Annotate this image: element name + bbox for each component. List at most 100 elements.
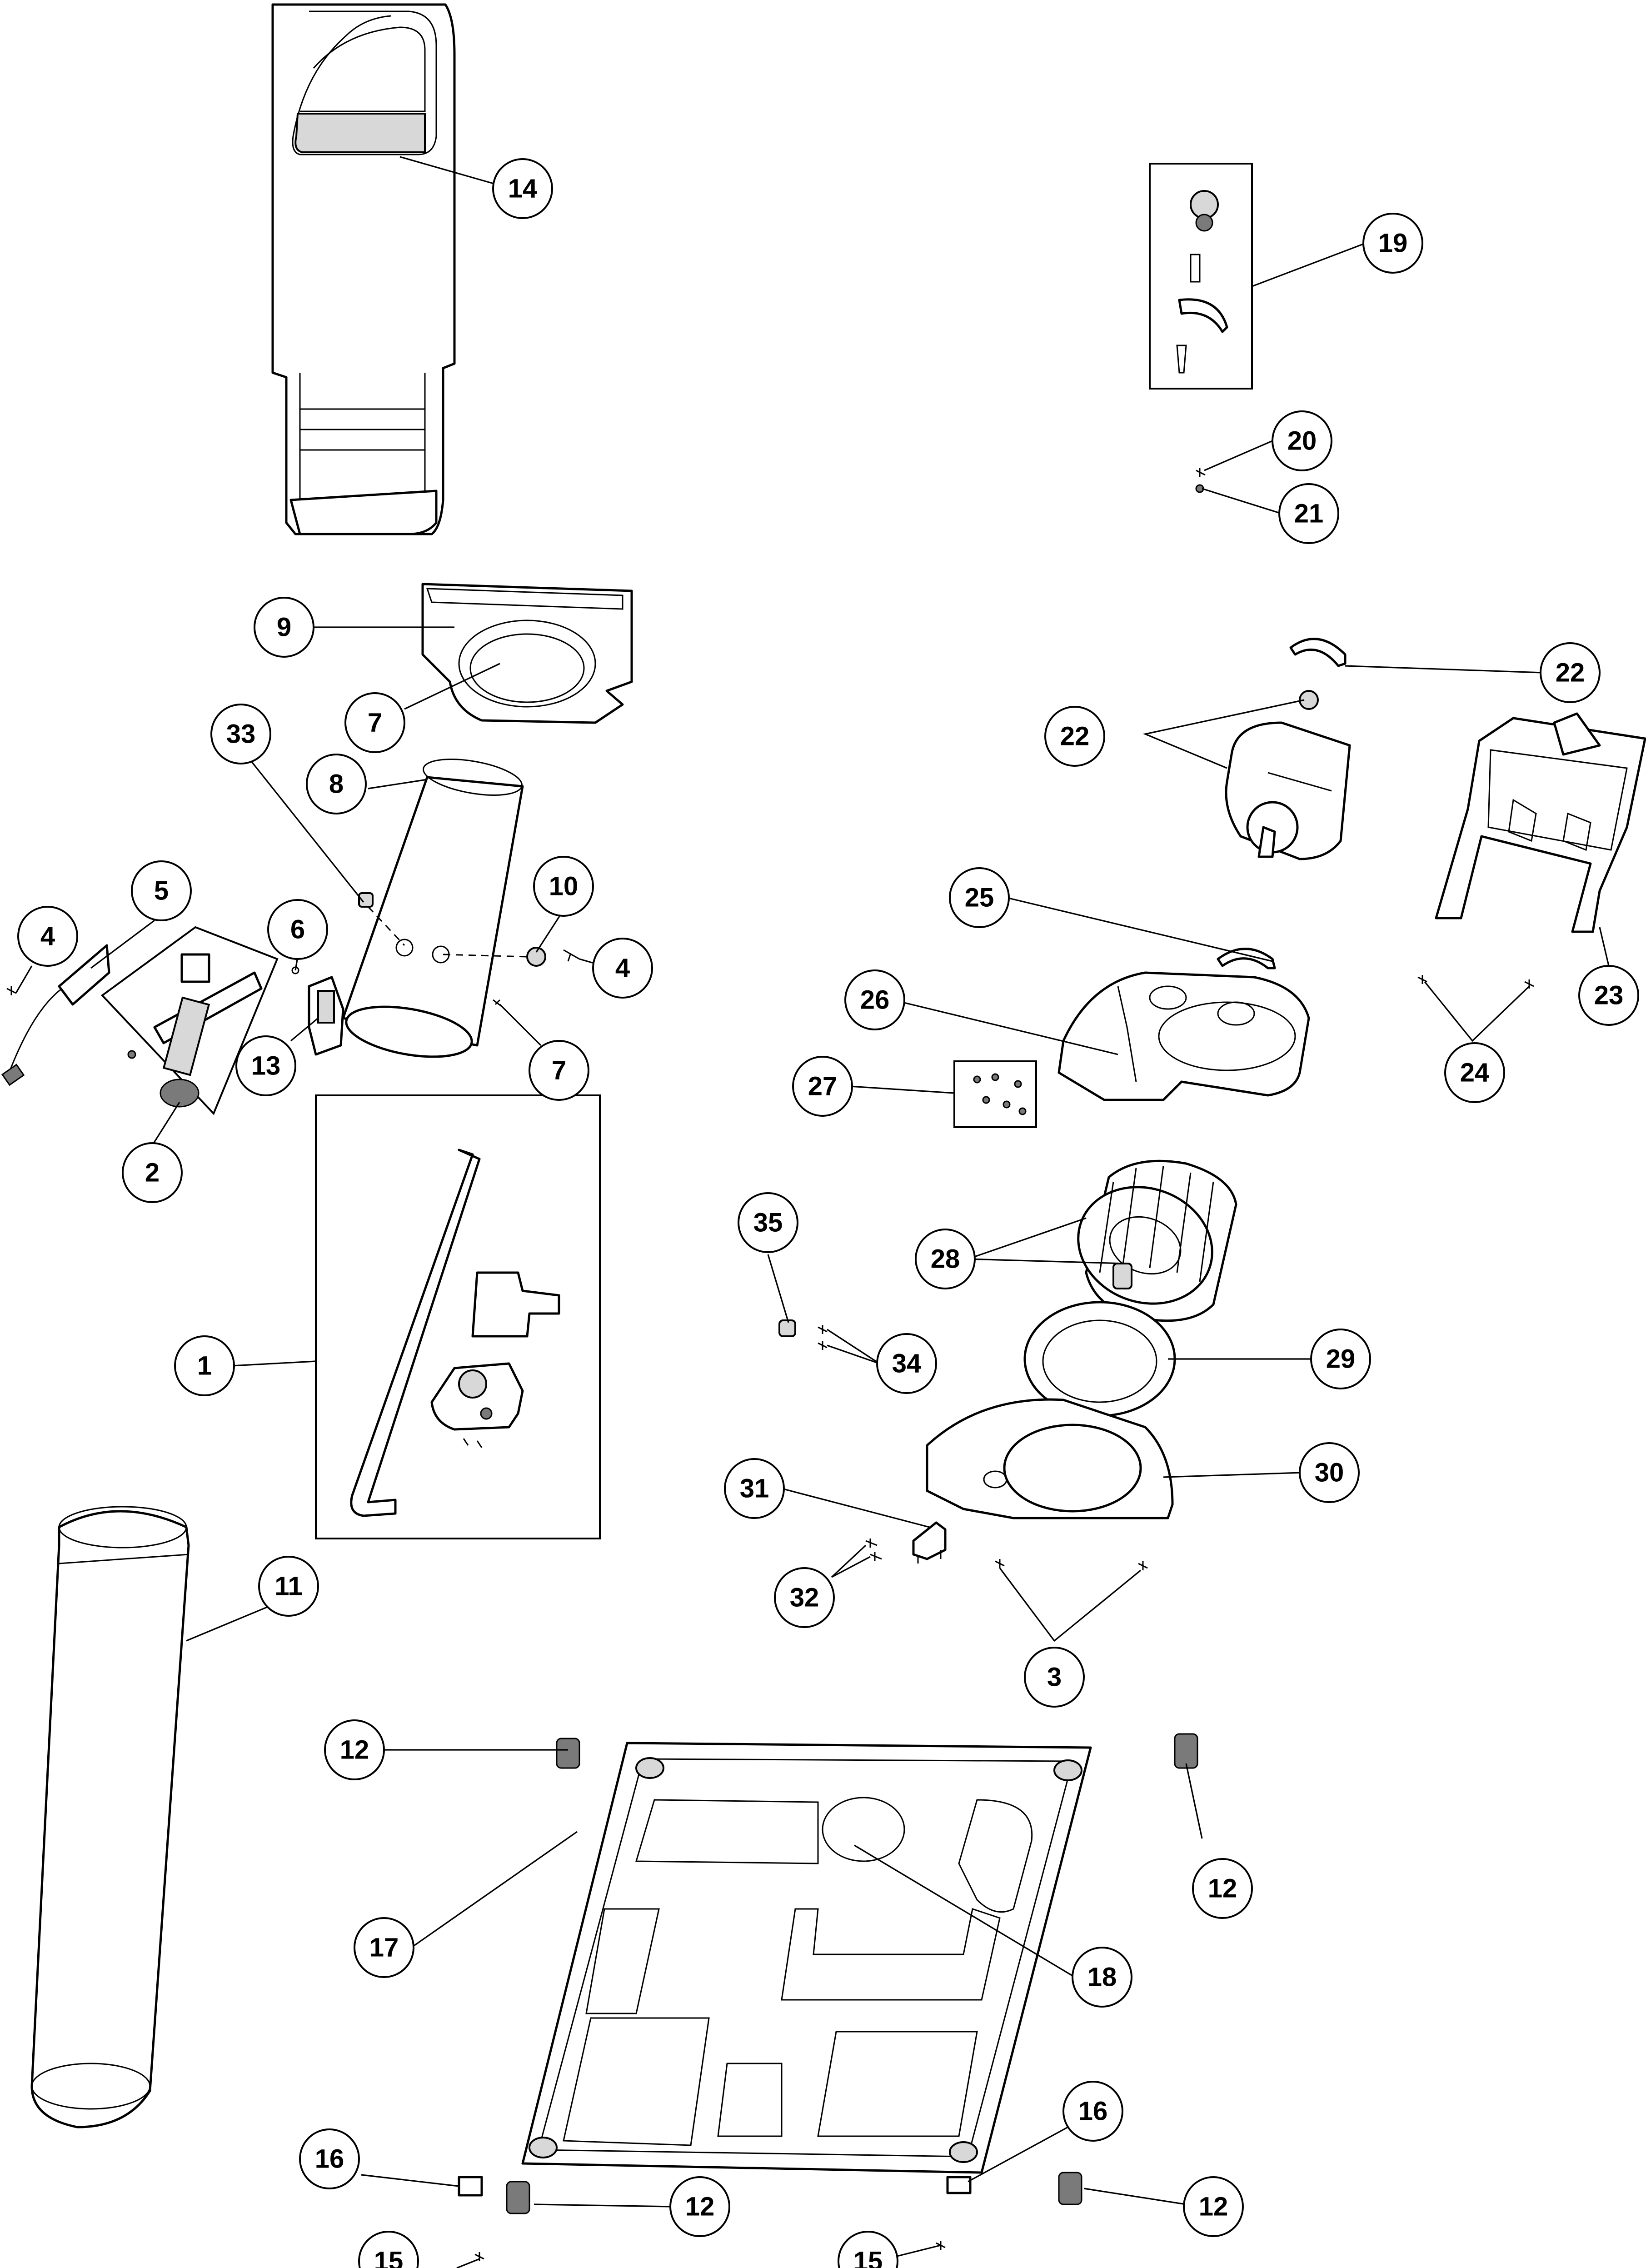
part-12-foot-d bbox=[1058, 2172, 1082, 2205]
callout-number: 4 bbox=[40, 922, 55, 951]
callout-circle bbox=[267, 899, 328, 960]
part-24-motor-mount bbox=[1435, 712, 1646, 933]
callout-circle bbox=[258, 1556, 319, 1617]
callout-number: 33 bbox=[226, 719, 256, 749]
callout-number: 16 bbox=[315, 2144, 344, 2174]
callout-circle bbox=[299, 2128, 360, 2189]
callout-circle bbox=[949, 867, 1010, 928]
callout-circle bbox=[492, 158, 553, 219]
callout-15: 15 bbox=[838, 2231, 898, 2268]
callout-circle bbox=[324, 1719, 385, 1780]
callout-number: 30 bbox=[1315, 1458, 1344, 1488]
callout-circle bbox=[1044, 706, 1105, 767]
callout-number: 7 bbox=[368, 708, 382, 738]
callout-27: 27 bbox=[792, 1056, 853, 1117]
callout-30: 30 bbox=[1299, 1442, 1360, 1503]
callout-2: 2 bbox=[122, 1142, 183, 1203]
callout-28: 28 bbox=[915, 1229, 976, 1289]
callout-7: 7 bbox=[344, 692, 405, 753]
callout-4: 4 bbox=[592, 938, 653, 999]
callout-12: 12 bbox=[1192, 1858, 1253, 1919]
callout-4: 4 bbox=[17, 906, 78, 967]
part-17-base bbox=[521, 1742, 1092, 2174]
callout-circle bbox=[1362, 213, 1423, 274]
callout-circle bbox=[529, 1040, 589, 1101]
callout-16: 16 bbox=[1062, 2081, 1123, 2142]
callout-number: 9 bbox=[277, 613, 291, 642]
part-19-kit bbox=[1149, 163, 1253, 390]
callout-number: 16 bbox=[1078, 2097, 1108, 2126]
part-5-igniter bbox=[1, 944, 110, 1086]
callout-number: 11 bbox=[274, 1572, 302, 1601]
callout-number: 4 bbox=[615, 954, 630, 983]
callout-number: 14 bbox=[508, 174, 538, 204]
callout-35: 35 bbox=[738, 1192, 798, 1253]
callout-26: 26 bbox=[844, 969, 905, 1030]
callout-6: 6 bbox=[267, 899, 328, 960]
callout-12: 12 bbox=[324, 1719, 385, 1780]
part-30-blower-cover bbox=[926, 1398, 1174, 1519]
callout-number: 31 bbox=[740, 1474, 769, 1504]
callout-circle bbox=[1310, 1329, 1371, 1389]
callout-number: 15 bbox=[853, 2247, 883, 2268]
callout-circle bbox=[844, 969, 905, 1030]
callout-number: 17 bbox=[369, 1933, 399, 1963]
callout-number: 12 bbox=[1199, 2192, 1228, 2222]
part-28-blower-wheel bbox=[1077, 1159, 1237, 1322]
part-14-front-panel bbox=[271, 3, 456, 535]
part-10-sensor bbox=[526, 947, 580, 967]
callout-14: 14 bbox=[492, 158, 553, 219]
callout-20: 20 bbox=[1272, 410, 1332, 471]
callout-24: 24 bbox=[1444, 1042, 1505, 1103]
callout-circle bbox=[306, 754, 367, 814]
part-2-burner-assembly bbox=[100, 926, 279, 1115]
callout-12: 12 bbox=[669, 2176, 730, 2237]
part-12-foot-a bbox=[556, 1738, 580, 1769]
callout-number: 2 bbox=[145, 1158, 160, 1188]
callout-number: 24 bbox=[1460, 1058, 1490, 1088]
assembly-dashed-lines bbox=[367, 906, 528, 958]
callout-11: 11 bbox=[258, 1556, 319, 1617]
part-33-nut bbox=[358, 892, 374, 908]
callout-circle bbox=[876, 1333, 937, 1394]
callout-circle bbox=[354, 1917, 414, 1978]
callout-circle bbox=[122, 1142, 183, 1203]
part-22-clamp-upper bbox=[1289, 638, 1347, 667]
part-20-screw bbox=[1196, 468, 1206, 477]
callout-number: 1 bbox=[197, 1351, 212, 1381]
callout-number: 5 bbox=[154, 876, 169, 906]
callout-7: 7 bbox=[529, 1040, 589, 1101]
callout-circle bbox=[792, 1056, 853, 1117]
callout-circle bbox=[254, 597, 314, 658]
callout-circle bbox=[174, 1335, 235, 1396]
callout-circle bbox=[669, 2176, 730, 2237]
callout-31: 31 bbox=[724, 1458, 785, 1519]
callout-22: 22 bbox=[1044, 706, 1105, 767]
callout-number: 29 bbox=[1326, 1344, 1356, 1374]
callout-number: 6 bbox=[290, 915, 305, 944]
callout-21: 21 bbox=[1278, 483, 1339, 544]
callout-number: 25 bbox=[965, 883, 994, 913]
callout-circle bbox=[1578, 965, 1639, 1026]
callout-number: 32 bbox=[790, 1583, 819, 1613]
callout-circle bbox=[1062, 2081, 1123, 2142]
leader-lines bbox=[15, 156, 1610, 2268]
callout-33: 33 bbox=[210, 704, 271, 764]
callout-circle bbox=[1192, 1858, 1253, 1919]
callout-17: 17 bbox=[354, 1917, 414, 1978]
callout-34: 34 bbox=[876, 1333, 937, 1394]
callout-5: 5 bbox=[131, 860, 192, 921]
part-13-bracket bbox=[291, 966, 344, 1056]
part-32-screws bbox=[865, 1539, 882, 1561]
callout-19: 19 bbox=[1362, 213, 1423, 274]
callout-circle bbox=[774, 1567, 835, 1628]
callout-number: 27 bbox=[808, 1072, 838, 1101]
callout-number: 22 bbox=[1556, 658, 1585, 688]
part-23-motor bbox=[1225, 690, 1351, 860]
callout-23: 23 bbox=[1578, 965, 1639, 1026]
callout-number: 7 bbox=[552, 1056, 566, 1085]
callout-number: 13 bbox=[251, 1051, 281, 1081]
callout-number: 8 bbox=[329, 769, 344, 799]
callout-circle bbox=[131, 860, 192, 921]
